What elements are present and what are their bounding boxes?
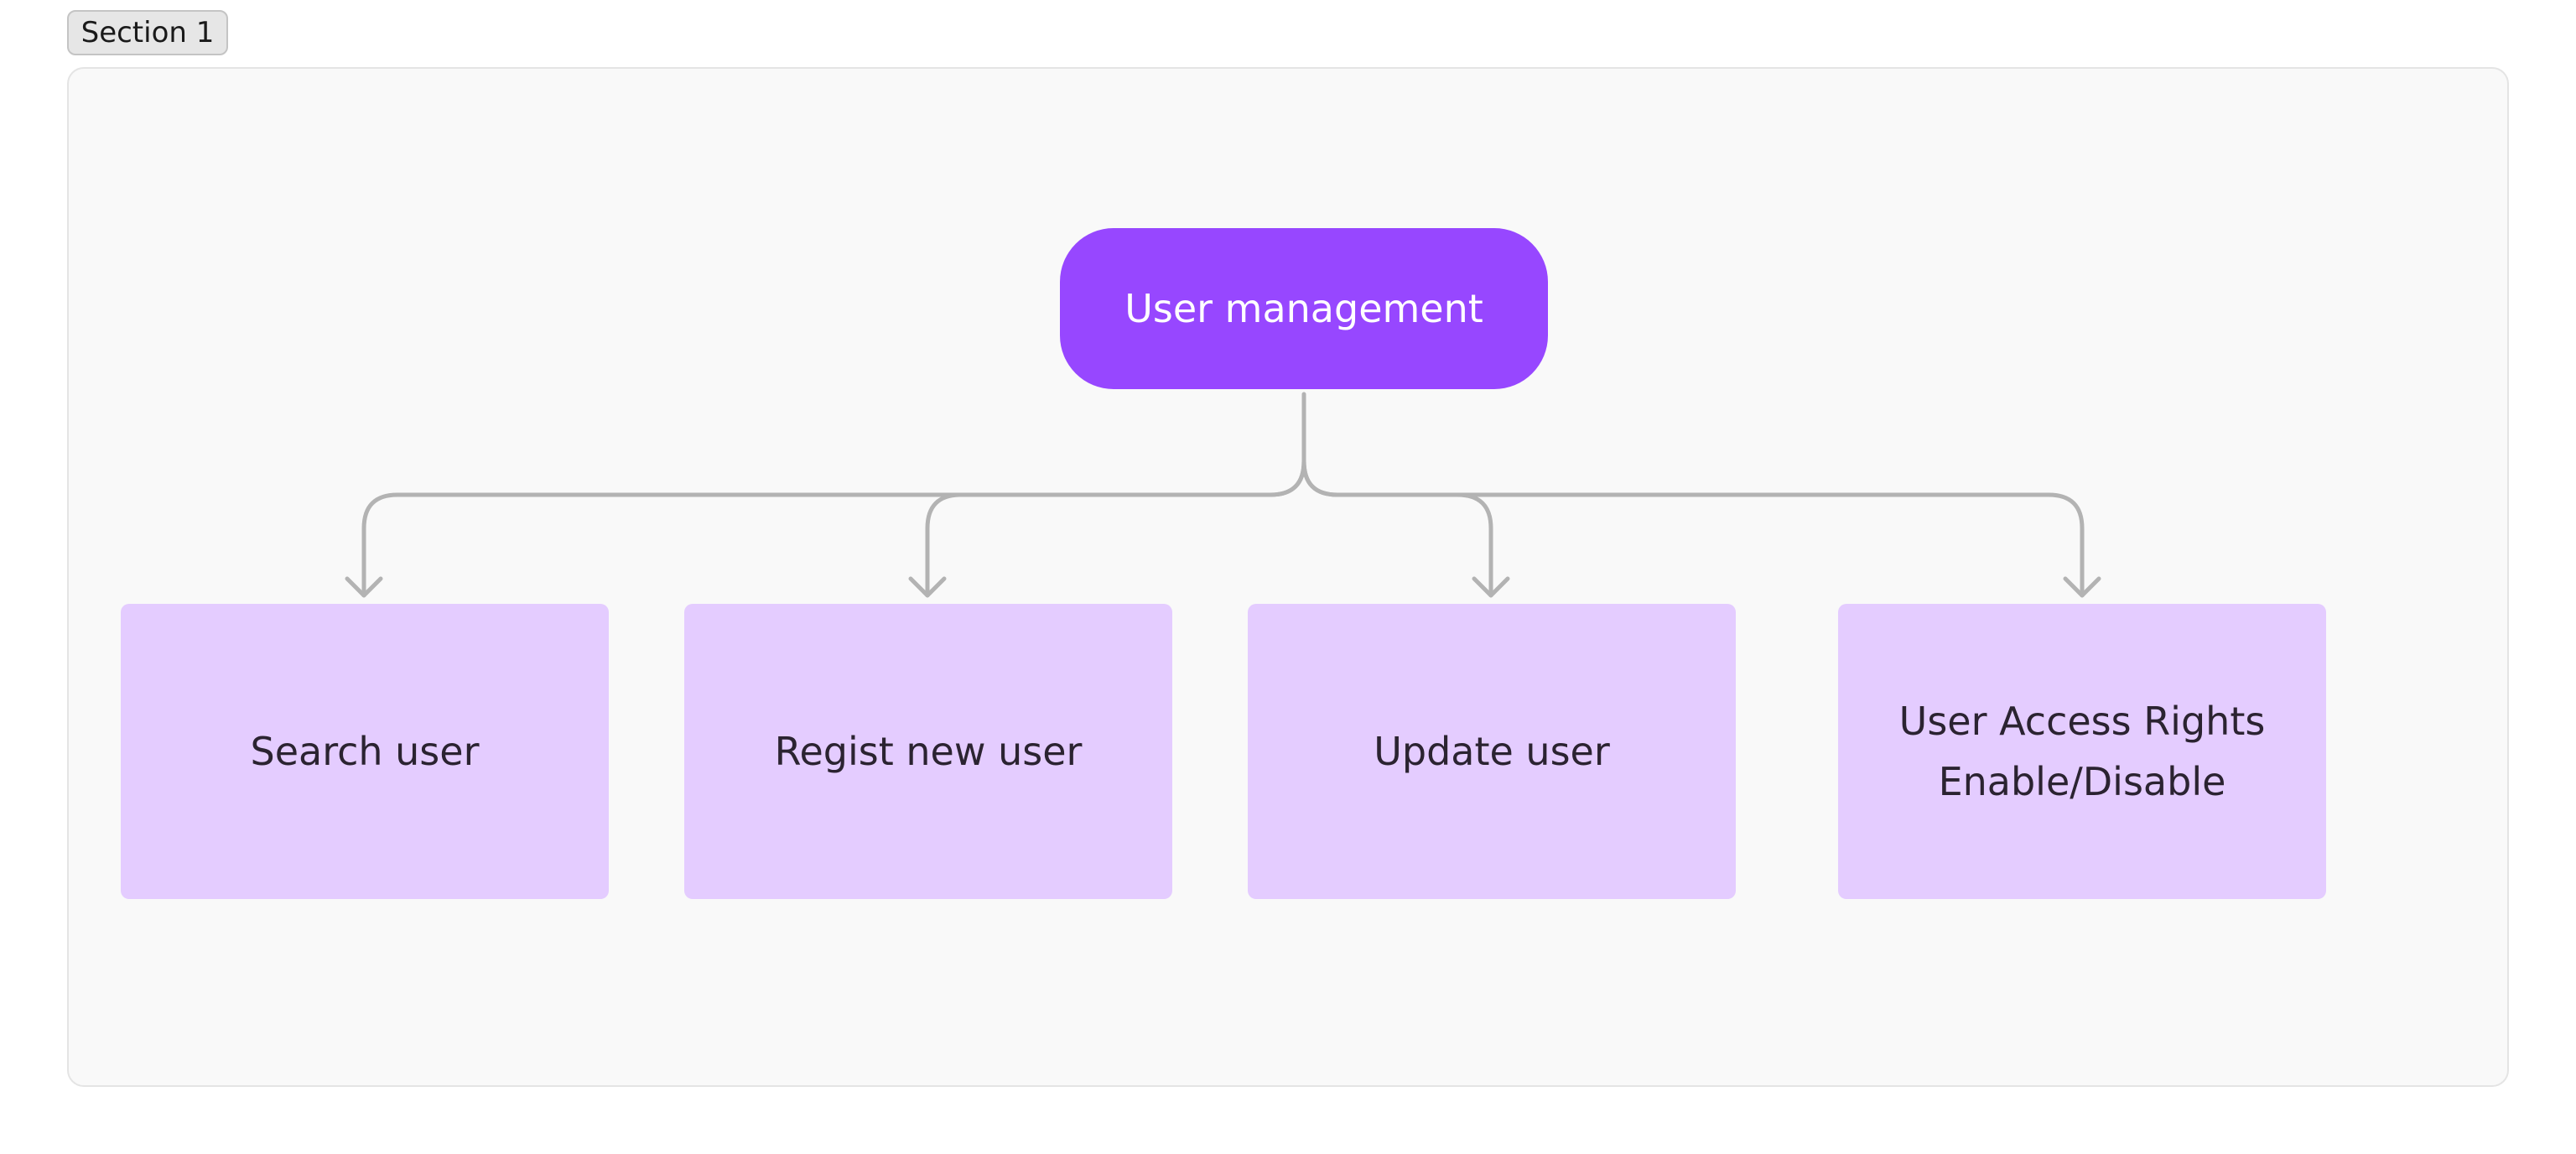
- node-label: Update user: [1374, 729, 1610, 774]
- root-node-label: User management: [1124, 286, 1483, 331]
- node-update-user[interactable]: Update user: [1248, 604, 1736, 899]
- node-label: User Access Rights Enable/Disable: [1898, 699, 2266, 804]
- section-frame[interactable]: [67, 67, 2509, 1087]
- node-label: Regist new user: [774, 729, 1083, 774]
- root-node-user-management[interactable]: User management: [1060, 228, 1548, 389]
- node-label: Search user: [250, 729, 480, 774]
- node-regist-new-user[interactable]: Regist new user: [684, 604, 1172, 899]
- node-search-user[interactable]: Search user: [121, 604, 609, 899]
- node-user-access-rights[interactable]: User Access Rights Enable/Disable: [1838, 604, 2326, 899]
- section-label[interactable]: Section 1: [67, 10, 228, 55]
